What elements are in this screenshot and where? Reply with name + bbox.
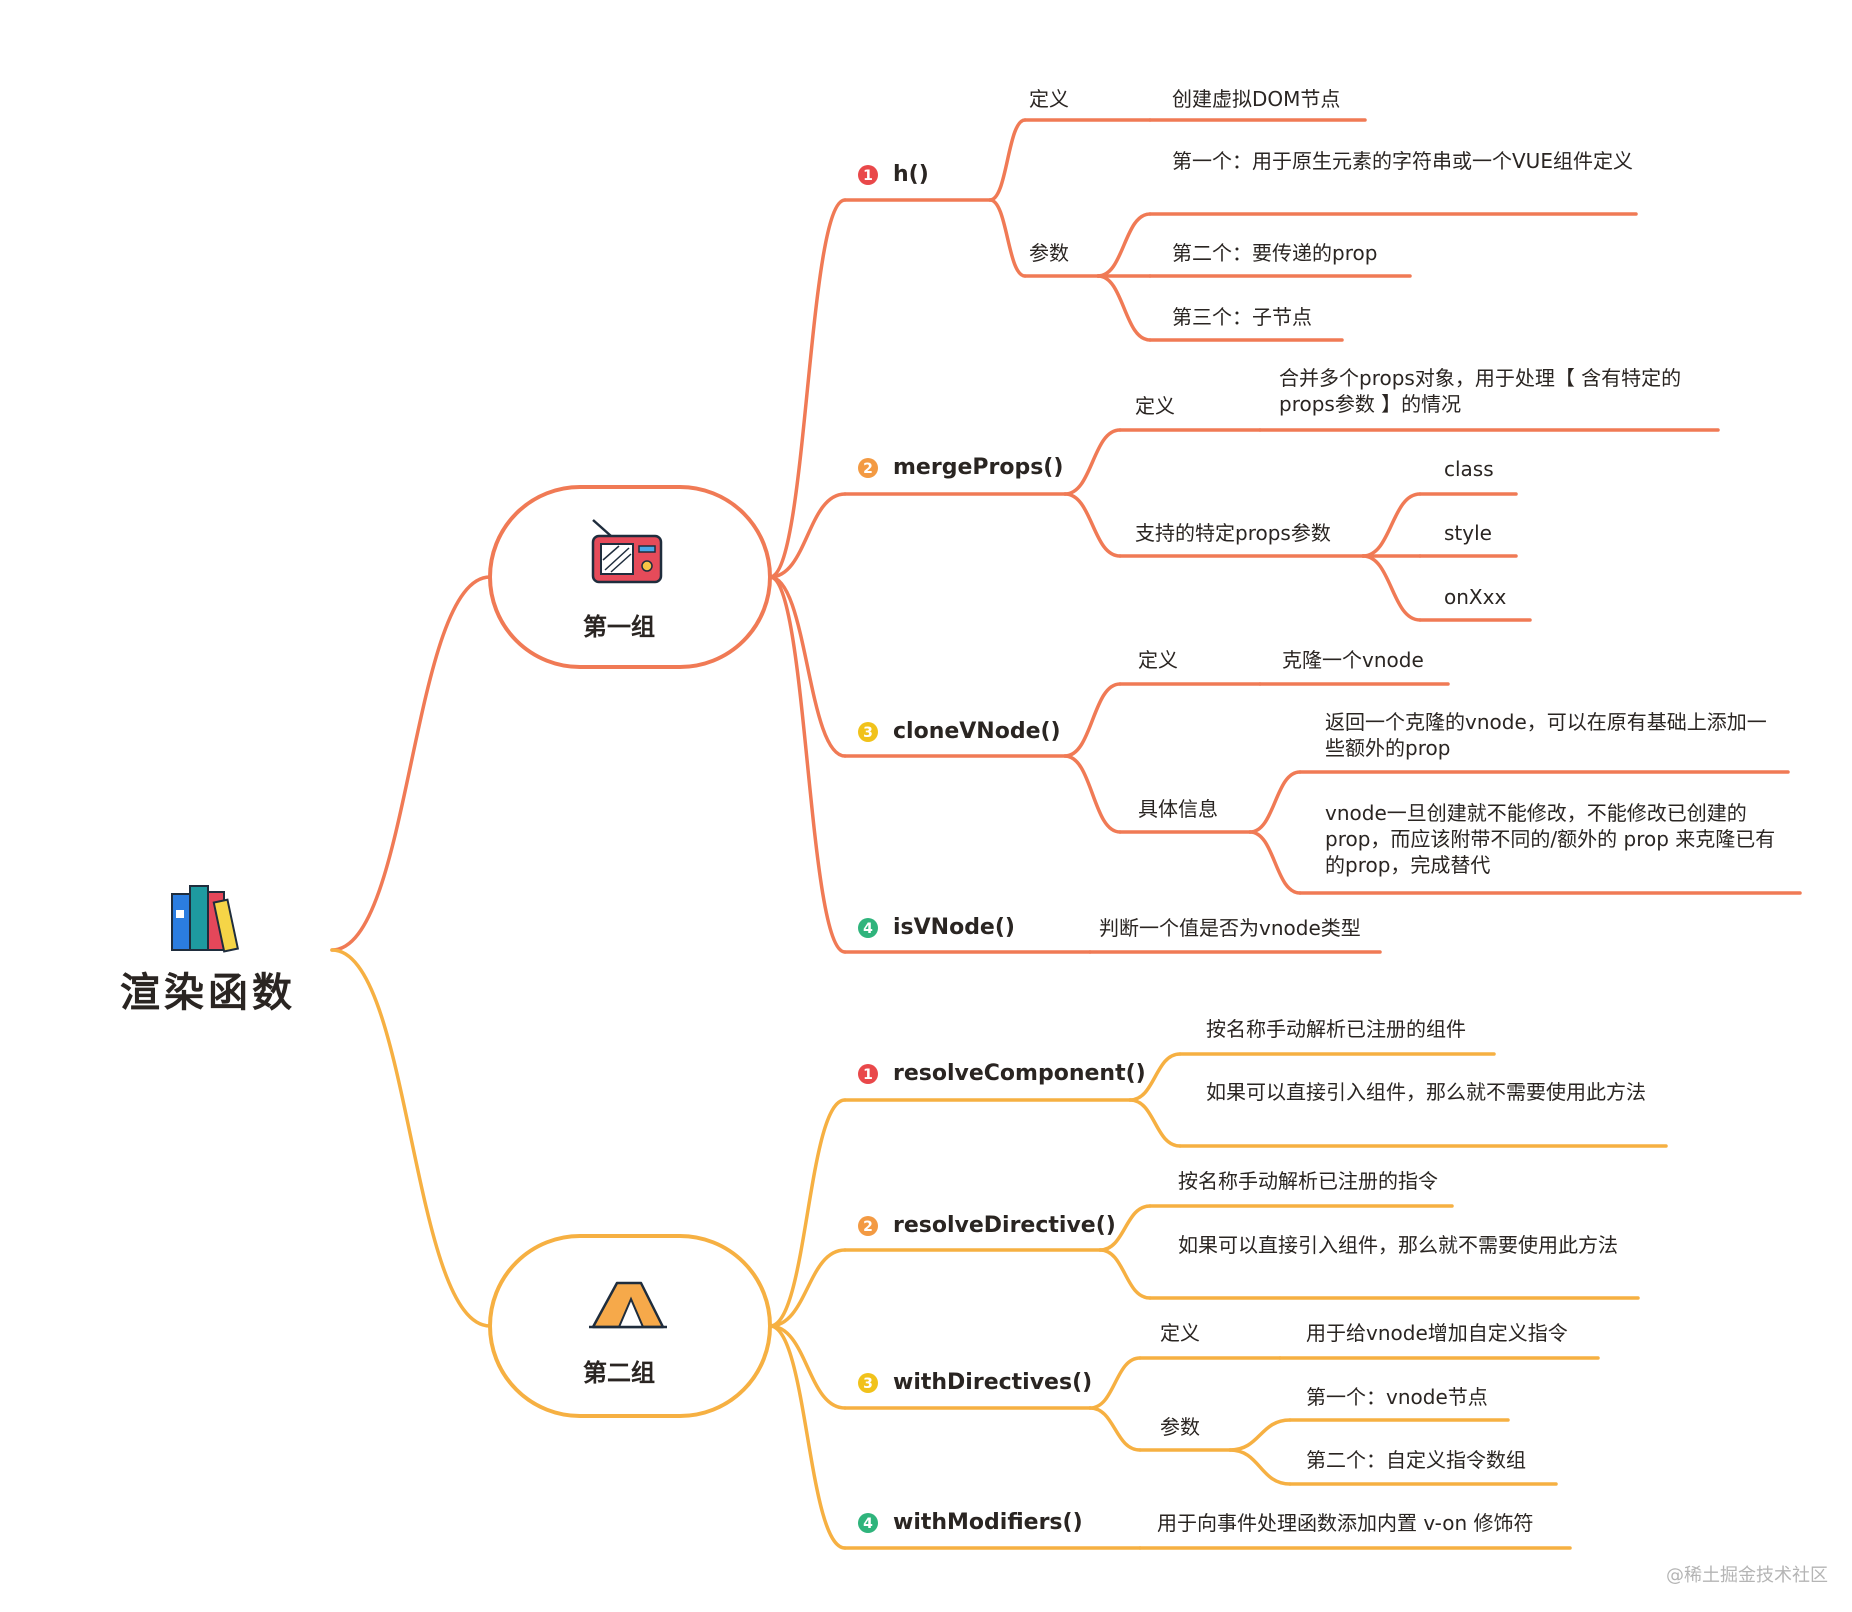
clonevnode-info-1: 返回一个克隆的vnode，可以在原有基础上添加一些额外的prop [1325,710,1767,760]
clonevnode-info-2: vnode一旦创建就不能修改，不能修改已创建的prop，而应该附带不同的/额外的… [1325,801,1776,877]
h-param-1: 第一个：用于原生元素的字符串或一个VUE组件定义 [1172,149,1633,173]
group1-badge-2-label: 2 [863,461,873,477]
withdirectives-param-1: 第一个：vnode节点 [1306,1385,1488,1409]
support-class: class [1444,457,1494,481]
withdirectives-param-2: 第二个：自定义指令数组 [1306,1448,1526,1472]
group2-badge-4-label: 4 [863,1516,873,1532]
group1-to-isvnode-link [768,575,847,954]
group2-title: 第二组 [583,1359,655,1387]
cv-info2-link [1248,830,1302,895]
topic-isvnode[interactable]: isVNode() [893,915,1015,940]
mergeprops-support-label: 支持的特定props参数 [1135,521,1331,545]
group1-badge-3-label: 3 [863,725,873,741]
group1-to-clonevnode-link [768,575,847,758]
rd-d2-link [1098,1248,1152,1300]
h-def-link [988,118,1027,202]
topic-withmodifiers[interactable]: withModifiers() [893,1510,1083,1535]
mergeprops-def-label: 定义 [1135,394,1175,418]
support-style: style [1444,521,1492,545]
group1-to-h-link [768,198,847,579]
resolvedirective-detail-1: 按名称手动解析已注册的指令 [1178,1169,1438,1193]
resolvedirective-detail-2: 如果可以直接引入组件，那么就不需要使用此方法 [1178,1233,1618,1257]
wd-param-link [1088,1406,1142,1452]
group2-to-resolvecomponent-link [768,1098,847,1328]
watermark: @稀土掘金技术社区 [1666,1565,1828,1586]
group1-to-mergeprops-link [768,492,847,579]
h-p3-link [1096,274,1152,342]
radio-icon [591,519,663,584]
group1-title: 第一组 [583,613,655,641]
group1-badge-2 [858,458,878,478]
h-def-text: 创建虚拟DOM节点 [1172,87,1341,111]
group2-to-resolvedirective-link [768,1248,847,1328]
clonevnode-info-label: 具体信息 [1138,797,1218,821]
group2-to-withdirectives-link [768,1324,847,1410]
withdirectives-def-label: 定义 [1160,1321,1200,1345]
cv-def-link [1063,682,1122,758]
wd-p1-link [1228,1418,1292,1452]
group2-badge-4 [858,1513,878,1533]
cv-info-link [1063,754,1122,834]
support-onxxx: onXxx [1444,585,1507,609]
topic-resolvedirective[interactable]: resolveDirective() [893,1213,1116,1238]
topic-withdirectives[interactable]: withDirectives() [893,1370,1093,1395]
group1-badge-1-label: 1 [863,168,873,184]
withmodifiers-desc: 用于向事件处理函数添加内置 v-on 修饰符 [1157,1511,1534,1535]
group1-badge-4 [858,918,878,938]
wd-p2-link [1228,1448,1292,1486]
mp-support-link [1063,492,1122,558]
root-to-group2-link [330,948,492,1328]
resolvecomponent-detail-2: 如果可以直接引入组件，那么就不需要使用此方法 [1206,1080,1646,1104]
group2-badge-2 [858,1216,878,1236]
rc-d2-link [1128,1098,1182,1148]
topic-clonevnode[interactable]: cloneVNode() [893,719,1061,744]
group2-badge-1 [858,1064,878,1084]
group2-badge-3 [858,1373,878,1393]
withdirectives-param-label: 参数 [1160,1415,1200,1439]
resolvecomponent-detail-1: 按名称手动解析已注册的组件 [1206,1017,1466,1041]
group1-badge-3 [858,722,878,742]
topic-mergeprops[interactable]: mergeProps() [893,455,1064,480]
h-param-label: 参数 [1029,241,1069,265]
tent-icon [589,1281,667,1329]
topic-h[interactable]: h() [893,162,929,187]
clonevnode-def-text: 克隆一个vnode [1282,648,1424,672]
group2-badge-2-label: 2 [863,1219,873,1235]
withdirectives-def-text: 用于给vnode增加自定义指令 [1306,1321,1568,1345]
clonevnode-def-label: 定义 [1138,648,1178,672]
cv-info1-link [1248,770,1302,834]
support-onxxx-link [1361,554,1422,622]
group2-to-withmodifiers-link [768,1324,847,1550]
root-title[interactable]: 渲染函数 [120,970,296,1016]
rc-d1-link [1128,1052,1182,1102]
h-p1-link [1096,212,1152,278]
mp-def-link [1063,428,1122,496]
group2-badge-1-label: 1 [863,1067,873,1083]
support-class-link [1361,492,1422,558]
root-to-group1-link [330,575,492,952]
books-icon [171,885,240,953]
group1-badge-1 [858,165,878,185]
group1-badge-4-label: 4 [863,921,873,937]
rd-d1-link [1098,1204,1152,1252]
group2-badge-3-label: 3 [863,1376,873,1392]
h-param-2: 第二个：要传递的prop [1172,241,1378,265]
wd-def-link [1088,1356,1142,1410]
isvnode-desc: 判断一个值是否为vnode类型 [1099,916,1361,940]
h-param-3: 第三个：子节点 [1172,305,1312,329]
topic-resolvecomponent[interactable]: resolveComponent() [893,1061,1146,1086]
mergeprops-def-text: 合并多个props对象，用于处理【 含有特定的 props参数 】的情况 [1279,366,1682,416]
h-def-label: 定义 [1029,87,1069,111]
h-param-link [988,198,1027,278]
